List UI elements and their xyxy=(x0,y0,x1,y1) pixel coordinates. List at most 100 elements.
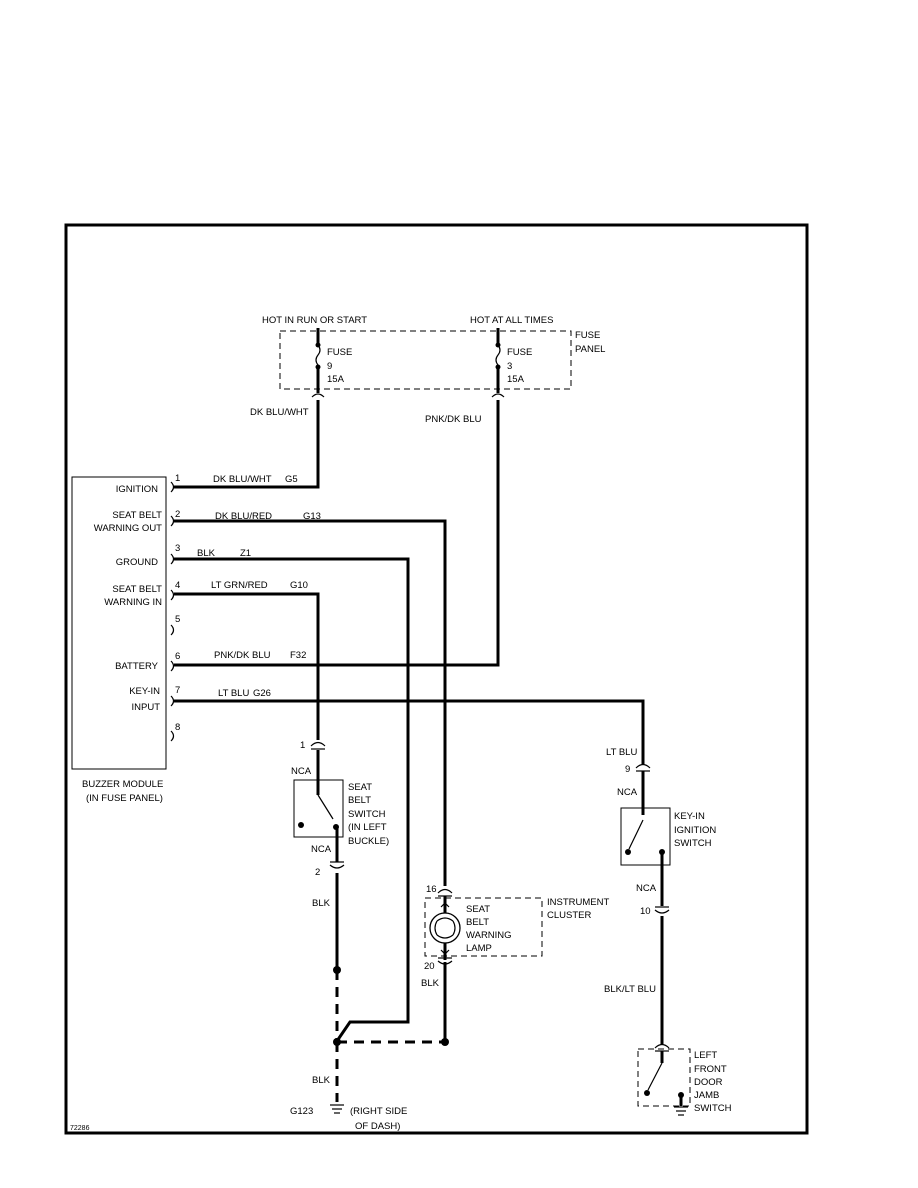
fuse-b-label-3: 15A xyxy=(507,374,525,385)
pin-6-circuit: F32 xyxy=(290,650,306,661)
key-in-switch: LT BLU 9 NCA KEY-IN IGNITION SWITCH NCA … xyxy=(604,747,716,995)
pin-2-circuit: G13 xyxy=(303,511,321,522)
key-in-conn-bottom: 10 xyxy=(640,906,651,917)
door-jamb-switch: LEFT FRONT DOOR JAMB SWITCH xyxy=(637,1043,732,1116)
fuse-a-label-2: 9 xyxy=(327,361,332,372)
cluster-wire: BLK xyxy=(421,978,440,989)
ground-location-2: OF DASH) xyxy=(355,1121,400,1132)
pin-3-num: 3 xyxy=(175,543,180,554)
lamp-label-4: LAMP xyxy=(466,943,492,954)
pin-3-label: GROUND xyxy=(116,557,158,568)
seat-belt-nca-bottom: NCA xyxy=(311,844,332,855)
seat-belt-conn-top: 1 xyxy=(300,740,305,751)
buzzer-pin-numbers: 1 2 3 4 5 6 7 8 xyxy=(175,473,180,733)
seat-belt-nca-top: NCA xyxy=(291,766,312,777)
door-label-2: FRONT xyxy=(694,1064,727,1075)
cluster-conn-bottom: 20 xyxy=(424,961,435,972)
key-in-conn-top: 9 xyxy=(625,764,630,775)
pin-connector-icons xyxy=(170,481,175,742)
pin-7-num: 7 xyxy=(175,685,180,696)
pin-4-label-2: WARNING IN xyxy=(104,597,162,608)
key-in-label-2: IGNITION xyxy=(674,825,716,836)
pin-2-label-1: SEAT BELT xyxy=(112,510,162,521)
pin-4-circuit: G10 xyxy=(290,580,308,591)
wire-z1 xyxy=(174,557,410,1042)
connector-icon xyxy=(437,960,453,965)
key-in-wire-out: BLK/LT BLU xyxy=(604,984,656,995)
pin-2-num: 2 xyxy=(175,509,180,520)
connector-icon xyxy=(635,763,651,769)
ground-wire: BLK xyxy=(312,1075,331,1086)
ground-g123: BLK G123 (RIGHT SIDE OF DASH) xyxy=(290,1075,407,1132)
door-label-1: LEFT xyxy=(694,1050,717,1061)
key-in-nca-bottom: NCA xyxy=(636,883,657,894)
connector-icon xyxy=(329,864,345,869)
module-wire-labels: DK BLU/WHT G5 DK BLU/RED G13 BLK Z1 LT G… xyxy=(197,474,321,699)
wire-g26 xyxy=(174,699,645,764)
ground-icon xyxy=(330,1104,344,1114)
pin-6-wire: PNK/DK BLU xyxy=(214,650,271,661)
seat-belt-switch: 1 NCA NCA 2 BLK SEAT BELT SWITCH (IN LEF… xyxy=(291,740,389,909)
diagram-frame xyxy=(64,223,809,1135)
pin-1-num: 1 xyxy=(175,473,180,484)
pin-2-wire: DK BLU/RED xyxy=(215,511,272,522)
wire-g10 xyxy=(174,592,320,740)
key-in-wire-in: LT BLU xyxy=(606,747,637,758)
pin-7-label-2: INPUT xyxy=(132,702,161,713)
wire-g13 xyxy=(174,519,447,886)
buzzer-module-name-1: BUZZER MODULE xyxy=(82,779,163,790)
wire-f32 xyxy=(174,400,500,667)
fuse-9-icon xyxy=(315,328,321,393)
door-label-5: SWITCH xyxy=(694,1103,732,1114)
seat-belt-label-5: BUCKLE) xyxy=(348,836,389,847)
lamp-label-2: BELT xyxy=(466,917,489,928)
fuse-b-label-1: FUSE xyxy=(507,347,532,358)
pin-6-label: BATTERY xyxy=(115,661,159,672)
connector-icon xyxy=(310,741,326,747)
pin-1-label: IGNITION xyxy=(116,484,158,495)
pin-7-circuit: G26 xyxy=(253,688,271,699)
hot-at-all-times-label: HOT AT ALL TIMES xyxy=(470,315,553,326)
buzzer-module-box xyxy=(71,476,167,770)
key-in-label-1: KEY-IN xyxy=(674,811,705,822)
ground-location-1: (RIGHT SIDE xyxy=(350,1106,407,1117)
pin-6-num: 6 xyxy=(175,651,180,662)
key-in-label-3: SWITCH xyxy=(674,838,712,849)
instrument-cluster: 16 SEAT BELT WARNING LAMP INSTRUMENT CLU… xyxy=(421,884,609,989)
pin-4-num: 4 xyxy=(175,580,180,591)
pin-3-circuit: Z1 xyxy=(240,548,251,559)
seat-belt-label-3: SWITCH xyxy=(348,809,386,820)
seat-belt-wire: BLK xyxy=(312,898,331,909)
pin-5-num: 5 xyxy=(175,614,180,625)
pin-3-wire: BLK xyxy=(197,548,216,559)
hot-in-run-label: HOT IN RUN OR START xyxy=(262,315,367,326)
seat-belt-label-4: (IN LEFT xyxy=(348,822,387,833)
fuse-panel-label-1: FUSE xyxy=(575,330,600,341)
fuse-a-label-1: FUSE xyxy=(327,347,352,358)
connector-icon xyxy=(437,888,453,894)
lamp-label-1: SEAT xyxy=(466,904,490,915)
buzzer-module-name-2: (IN FUSE PANEL) xyxy=(86,793,163,804)
warning-lamp-icon xyxy=(429,896,461,960)
pin-1-circuit: G5 xyxy=(285,474,298,485)
fuse-3-icon xyxy=(495,328,501,393)
key-in-nca-top: NCA xyxy=(617,787,638,798)
pin-8-num: 8 xyxy=(175,722,180,733)
wire-g5 xyxy=(174,400,320,489)
fuse-a-label-3: 15A xyxy=(327,374,345,385)
connector-icon xyxy=(654,909,670,914)
seat-belt-label-2: BELT xyxy=(348,795,371,806)
wire-a-label: DK BLU/WHT xyxy=(250,407,309,418)
seat-belt-label-1: SEAT xyxy=(348,782,372,793)
door-label-3: DOOR xyxy=(694,1077,723,1088)
wiring xyxy=(174,400,664,1102)
pin-1-wire: DK BLU/WHT xyxy=(213,474,272,485)
connector-icon xyxy=(654,1043,670,1049)
pin-4-wire: LT GRN/RED xyxy=(211,580,268,591)
pin-4-label-1: SEAT BELT xyxy=(112,584,162,595)
wire-b-label: PNK/DK BLU xyxy=(425,414,482,425)
buzzer-pin-labels: IGNITION SEAT BELT WARNING OUT GROUND SE… xyxy=(94,484,162,713)
ground-id: G123 xyxy=(290,1106,313,1117)
pin-7-label-1: KEY-IN xyxy=(129,686,160,697)
seat-belt-conn-bottom: 2 xyxy=(315,867,320,878)
